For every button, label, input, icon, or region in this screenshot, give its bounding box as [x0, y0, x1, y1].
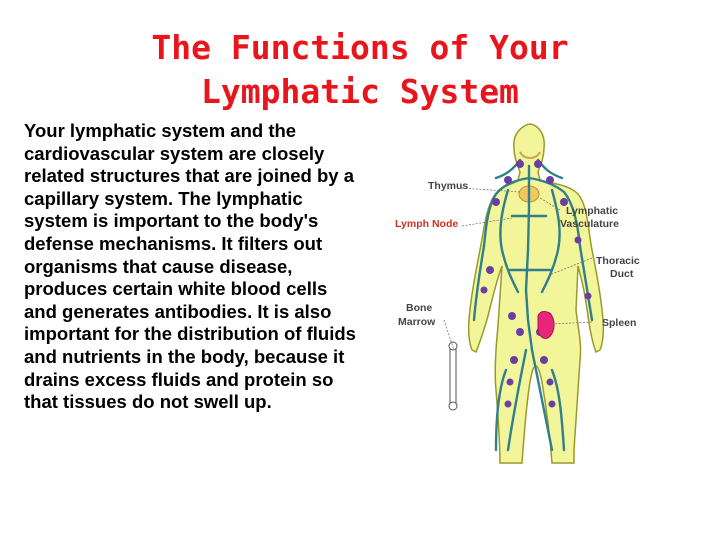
body-line: and nutrients in the body, because it — [24, 345, 345, 367]
bone-marrow-bone — [448, 341, 458, 411]
face-outline — [519, 151, 541, 159]
label-lymphatic-vasculature-1: Lymphatic — [566, 205, 618, 217]
body-line: capillary system. The lymphatic — [24, 187, 303, 209]
label-thymus: Thymus — [428, 180, 468, 192]
label-lymphatic-vasculature-2: Vasculature — [560, 218, 619, 230]
title-line-1: The Functions of Your — [151, 28, 569, 67]
lymphatic-diagram-svg: Thymus Lymph Node Lymphatic Vasculature … — [395, 123, 640, 464]
body-line: that tissues do not swell up. — [24, 391, 272, 413]
label-bone-marrow-2: Marrow — [398, 316, 436, 328]
body-line: and generates antibodies. It is also — [24, 300, 332, 322]
label-bone-marrow-1: Bone — [406, 302, 432, 314]
body-line: system is important to the body's — [24, 210, 319, 232]
title-line-2: Lymphatic System — [201, 72, 519, 111]
body-line: produces certain white blood cells — [24, 278, 328, 300]
body-line: organisms that cause disease, — [24, 255, 293, 277]
body-paragraph: Your lymphatic system and the cardiovasc… — [24, 120, 414, 414]
body-line: cardiovascular system are closely — [24, 142, 325, 164]
body-line: Your lymphatic system and the — [24, 120, 297, 141]
label-lymph-node: Lymph Node — [395, 218, 458, 230]
spleen-organ — [537, 311, 555, 339]
label-thoracic-duct-2: Duct — [610, 268, 634, 280]
body-line: defense mechanisms. It filters out — [24, 232, 323, 254]
body-silhouette — [467, 123, 605, 464]
slide-title: The Functions of Your Lymphatic System — [60, 26, 660, 114]
body-line: drains excess fluids and protein so — [24, 368, 334, 390]
label-thoracic-duct-1: Thoracic — [596, 255, 640, 267]
body-line: important for the distribution of fluids — [24, 323, 356, 345]
label-pointer-lines — [443, 187, 593, 351]
label-spleen: Spleen — [602, 317, 636, 329]
body-line: related structures that are joined by a — [24, 165, 355, 187]
lymphatic-vessels — [472, 158, 594, 452]
lymphatic-system-diagram: Thymus Lymph Node Lymphatic Vasculature … — [392, 120, 692, 470]
